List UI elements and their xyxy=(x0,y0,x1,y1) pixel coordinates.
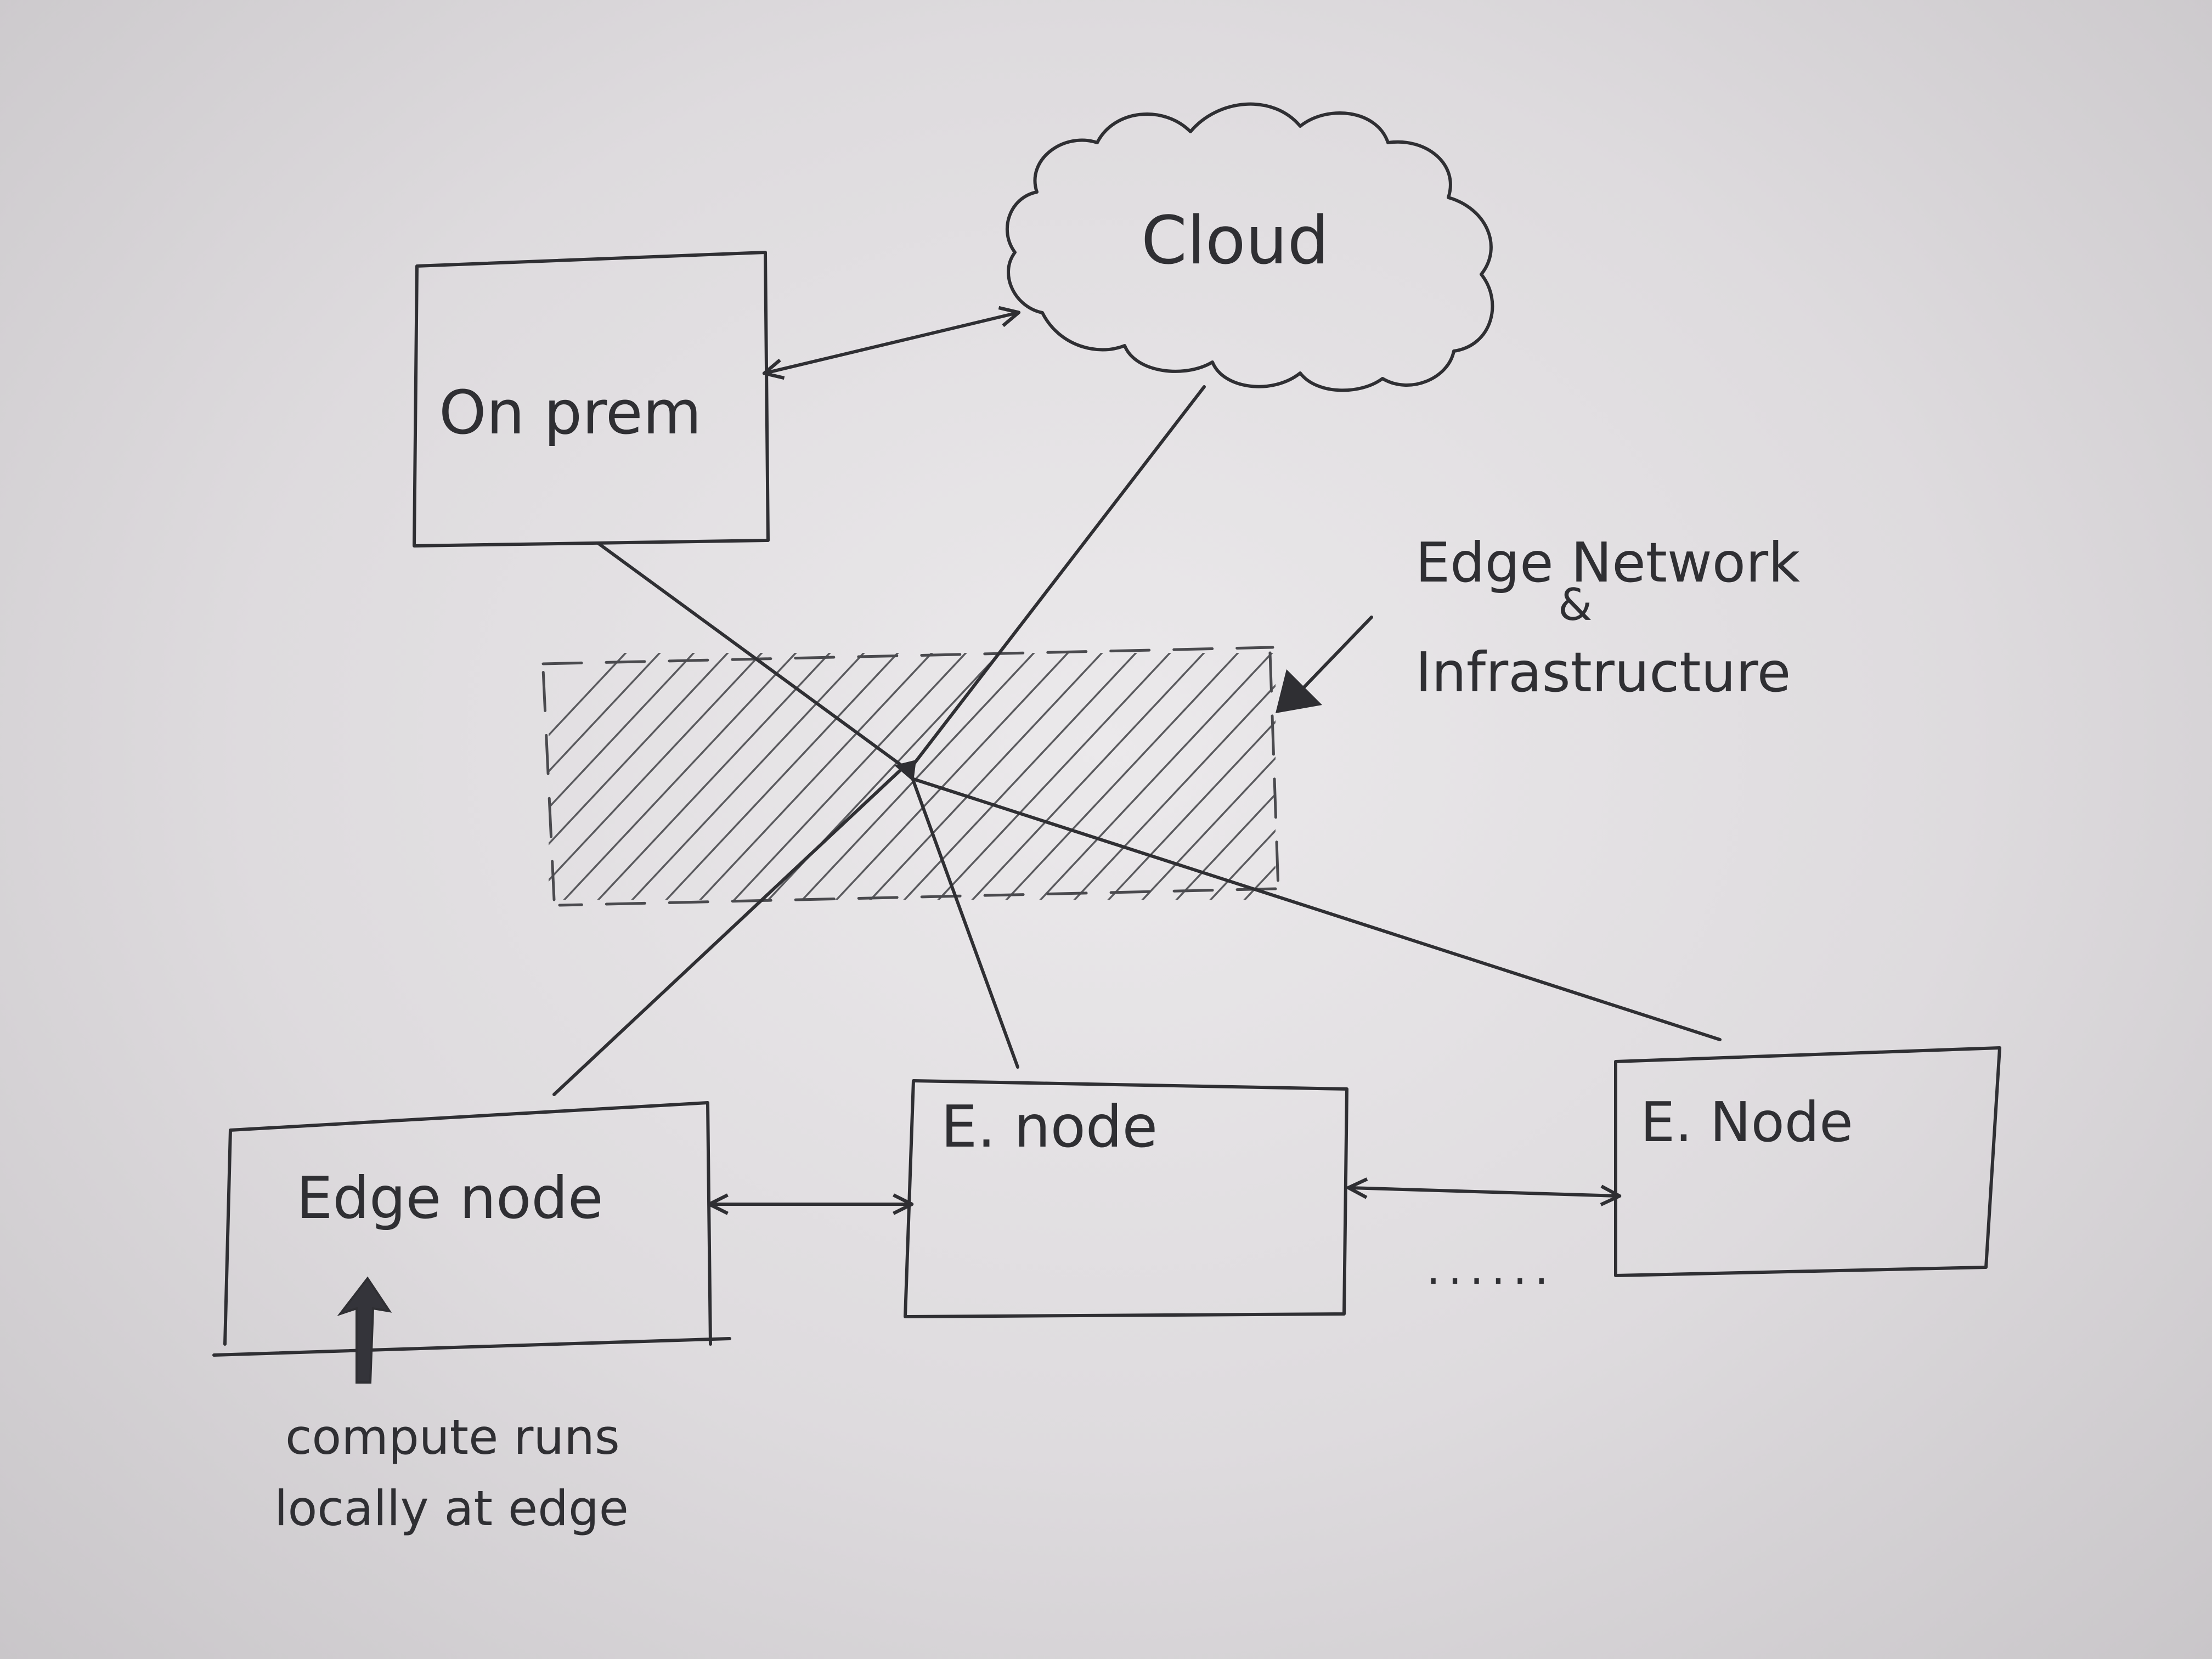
edge-network-hatching xyxy=(549,653,1276,900)
e-node-1-box xyxy=(904,1079,1348,1318)
hatch-line xyxy=(971,653,1206,900)
hatch-line xyxy=(549,653,662,773)
edge-network-pointer-head xyxy=(1276,669,1322,713)
e-node-2: E. Node xyxy=(1614,1046,2001,1277)
hatch-line xyxy=(549,653,764,882)
hatch-line xyxy=(1107,720,1276,900)
edge-network-label-line3: Infrastructure xyxy=(1415,640,1791,704)
edge-node-label: Edge node xyxy=(296,1165,603,1232)
hub-to-edge-node-link xyxy=(552,769,901,1096)
e-node-2-label: E. Node xyxy=(1640,1090,1853,1154)
cloud-to-hub-link xyxy=(909,385,1206,770)
cloud-node: Cloud xyxy=(1005,102,1494,392)
on-prem-label: On prem xyxy=(439,377,702,448)
compute-up-arrow xyxy=(337,1276,392,1384)
edge-network-label-line1: Edge Network xyxy=(1415,531,1800,595)
e-node-2-box xyxy=(1614,1046,2001,1277)
edge-network-pointer-shaft xyxy=(1296,616,1373,696)
hatch-line xyxy=(631,653,866,900)
hub-to-enode1-link xyxy=(909,772,1019,1069)
hatch-line xyxy=(549,653,730,845)
hatch-line xyxy=(1175,793,1276,900)
edge-node-main: Edge node xyxy=(212,1101,731,1357)
hatch-line xyxy=(1005,653,1240,900)
on-prem-cloud-connector xyxy=(762,306,1021,380)
on-prem-box xyxy=(413,251,770,548)
edge-network-annotation: Edge Network & Infrastructure xyxy=(1276,531,1800,713)
hatch-line xyxy=(733,653,968,900)
hatch-line xyxy=(597,653,832,900)
hub-junction-mark xyxy=(894,760,916,782)
edge-network-region xyxy=(541,646,1280,907)
e-node-1-label: E. node xyxy=(941,1093,1158,1160)
cloud-label: Cloud xyxy=(1141,203,1329,279)
enode1-to-enode2-connector xyxy=(1346,1177,1622,1206)
on-prem-node: On prem xyxy=(413,251,770,548)
more-nodes-ellipsis: ...... xyxy=(1426,1243,1556,1294)
hatch-line xyxy=(1039,653,1274,900)
hatch-line xyxy=(903,653,1138,900)
hatch-line xyxy=(549,653,696,809)
network-links xyxy=(552,385,1722,1096)
e-node-1: E. node xyxy=(904,1079,1348,1318)
hatch-line xyxy=(835,653,1070,900)
hatch-line xyxy=(563,653,798,900)
cloud-shape xyxy=(1005,102,1494,392)
hatch-line xyxy=(1141,757,1276,900)
compute-annotation: compute runs locally at edge xyxy=(274,1276,629,1537)
compute-label-line1: compute runs xyxy=(285,1409,620,1465)
hatch-line xyxy=(1209,829,1276,900)
hatch-line xyxy=(549,653,628,737)
edge-network-label-ampersand: & xyxy=(1558,579,1592,630)
hub-to-enode2-link xyxy=(912,777,1722,1041)
hatch-line xyxy=(937,653,1172,900)
compute-label-line2: locally at edge xyxy=(274,1480,629,1537)
hatch-line xyxy=(699,653,934,900)
hatch-line xyxy=(869,653,1104,900)
on-prem-to-hub-link xyxy=(596,541,907,770)
hatch-line xyxy=(665,653,900,900)
edge-node-box xyxy=(212,1101,731,1357)
